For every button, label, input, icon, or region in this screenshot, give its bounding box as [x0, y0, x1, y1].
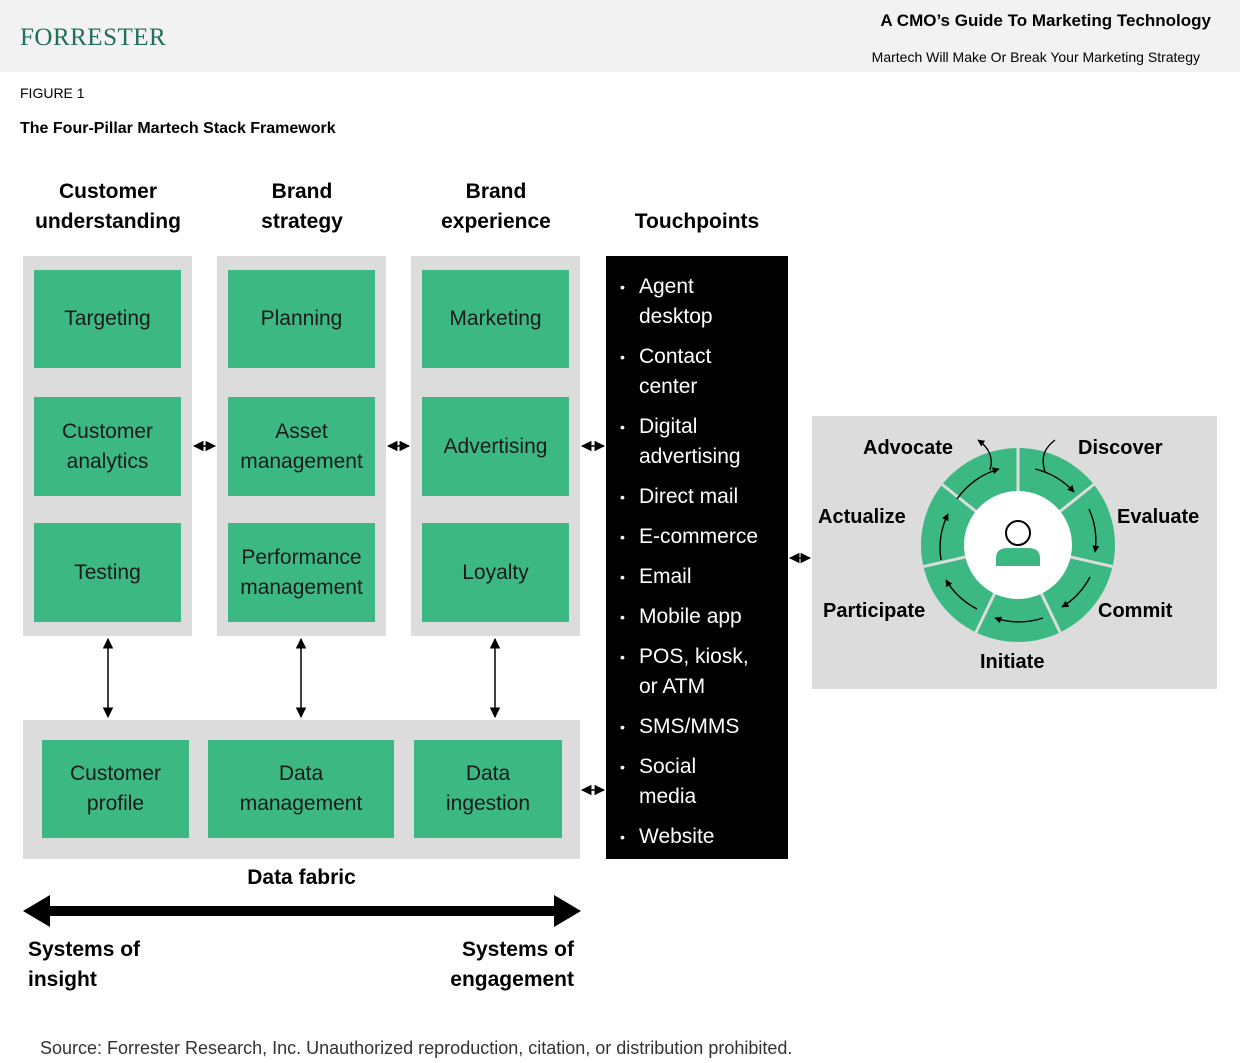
touchpoint-item: Mobile app — [606, 602, 788, 632]
stage-actualize: Actualize — [818, 506, 906, 528]
box-testing: Testing — [34, 523, 181, 622]
heading-customer-understanding: Customer understanding — [35, 180, 181, 233]
stage-initiate: Initiate — [980, 651, 1045, 673]
box-advertising: Advertising — [422, 397, 569, 496]
customer-person-icon — [996, 520, 1040, 566]
lifecycle-wheel — [921, 439, 1115, 642]
report-title: A CMO’s Guide To Marketing Technology — [880, 11, 1211, 30]
forrester-logo: FORRESTER — [20, 24, 167, 51]
heading-brand-strategy: Brand strategy — [261, 180, 343, 233]
data-fabric-label: Data fabric — [247, 866, 356, 889]
source-note: Source: Forrester Research, Inc. Unautho… — [40, 1038, 793, 1058]
systems-of-engagement-label: Systems of engagement — [450, 938, 574, 991]
stage-evaluate: Evaluate — [1117, 506, 1200, 528]
heading-touchpoints: Touchpoints — [634, 210, 760, 233]
header-band — [0, 0, 1240, 72]
box-loyalty: Loyalty — [422, 523, 569, 622]
touchpoint-item: Email — [606, 562, 788, 592]
systems-of-insight-label: Systems of insight — [28, 938, 141, 991]
touchpoint-item: Website — [606, 822, 788, 852]
stage-commit: Commit — [1098, 600, 1173, 622]
touchpoint-item: E-commerce — [606, 522, 788, 552]
stage-discover: Discover — [1078, 437, 1163, 459]
report-subtitle: Martech Will Make Or Break Your Marketin… — [871, 49, 1200, 65]
stage-participate: Participate — [823, 600, 926, 622]
box-planning: Planning — [228, 270, 375, 368]
touchpoint-item: POS, kiosk,or ATM — [606, 642, 788, 702]
touchpoint-item: Direct mail — [606, 482, 788, 512]
figure-title: The Four-Pillar Martech Stack Framework — [20, 120, 336, 137]
figure-label: FIGURE 1 — [20, 85, 85, 101]
box-marketing: Marketing — [422, 270, 569, 368]
touchpoint-item: SMS/MMS — [606, 712, 788, 742]
box-targeting: Targeting — [34, 270, 181, 368]
heading-brand-experience: Brand experience — [441, 180, 551, 233]
systems-spectrum-arrow — [23, 895, 581, 927]
stage-advocate: Advocate — [863, 437, 954, 459]
